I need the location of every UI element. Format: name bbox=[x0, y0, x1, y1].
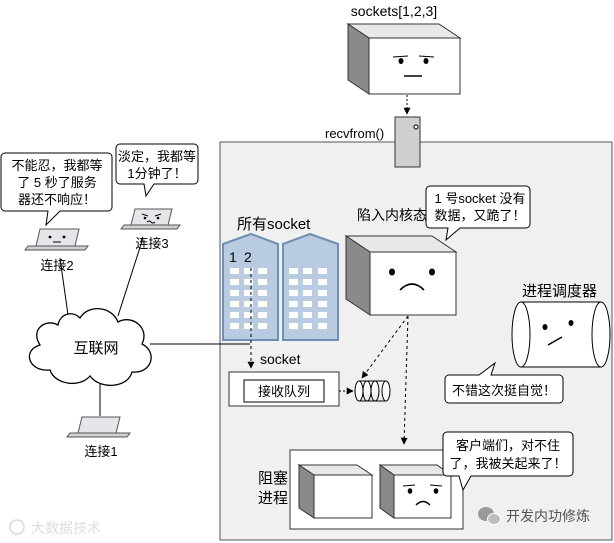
socket-number-1: 1 bbox=[229, 249, 237, 265]
kernel-bubble-line-2: 数据，又跪了！ bbox=[434, 208, 525, 223]
conn2-bubble-line-1: 不能忍，我都等 bbox=[11, 158, 102, 173]
building-window bbox=[318, 301, 327, 307]
right-watermark-text: 开发内功修炼 bbox=[506, 508, 590, 524]
line-conn3 bbox=[117, 237, 144, 317]
building-window bbox=[244, 290, 253, 296]
building-window bbox=[318, 312, 327, 318]
internet-cloud bbox=[28, 308, 152, 386]
internet-label: 互联网 bbox=[73, 340, 118, 357]
building-window bbox=[289, 323, 298, 329]
kernel-label: 陷入内核态 bbox=[357, 207, 427, 223]
building-window bbox=[230, 268, 239, 274]
laptop-conn2-icon bbox=[24, 228, 89, 251]
building-windows bbox=[230, 268, 327, 329]
building-window bbox=[244, 268, 253, 274]
laptop-conn3-icon bbox=[120, 208, 181, 230]
conn3-bubble-line-1: 淡定，我都等 bbox=[118, 149, 196, 164]
building-window bbox=[258, 301, 267, 307]
building-window bbox=[258, 279, 267, 285]
building-window bbox=[289, 279, 298, 285]
building-window bbox=[303, 268, 312, 274]
building-window bbox=[244, 323, 253, 329]
blocked-bubble-line-2: 了，我被关起来了！ bbox=[449, 456, 566, 471]
building-window bbox=[303, 301, 312, 307]
blocked-speech-bubble bbox=[442, 431, 574, 492]
wait-queue-cylinder bbox=[354, 380, 391, 402]
building-window bbox=[258, 268, 267, 274]
blocked-label-2: 进程 bbox=[258, 490, 288, 507]
receive-queue-box bbox=[243, 379, 325, 403]
conn2-bubble-line-3: 器还不响应！ bbox=[18, 192, 96, 207]
building-window bbox=[318, 268, 327, 274]
socket-number-2: 2 bbox=[244, 249, 252, 265]
wechat-icon bbox=[478, 507, 501, 525]
scheduler-cylinder bbox=[511, 301, 611, 368]
conn1-label: 连接1 bbox=[84, 444, 117, 459]
conn2-bubble-line-2: 了 5 秒了服务 bbox=[17, 175, 96, 190]
socket-label: socket bbox=[260, 351, 301, 367]
scheduler-label: 进程调度器 bbox=[522, 283, 597, 300]
recvfrom-label: recvfrom() bbox=[325, 126, 384, 141]
building-window bbox=[244, 279, 253, 285]
building-window bbox=[230, 312, 239, 318]
arrow-to-wait-queue bbox=[361, 315, 409, 379]
blocked-cube-sad bbox=[378, 464, 453, 519]
building-window bbox=[289, 268, 298, 274]
kernel-speech-bubble bbox=[425, 185, 531, 242]
building-window bbox=[258, 290, 267, 296]
conn3-speech-bubble bbox=[115, 143, 199, 198]
scheduler-bubble-text: 不错这次挺自觉！ bbox=[452, 383, 556, 398]
conn3-label: 连接3 bbox=[135, 236, 168, 251]
building-window bbox=[230, 323, 239, 329]
building-window bbox=[258, 323, 267, 329]
building-window bbox=[230, 290, 239, 296]
building-window bbox=[318, 323, 327, 329]
blocked-bubble-line-1: 客户端们，对不住 bbox=[456, 438, 560, 453]
building-window bbox=[289, 301, 298, 307]
scheduler-speech-bubble bbox=[444, 361, 564, 404]
building-window bbox=[303, 279, 312, 285]
building-window bbox=[289, 312, 298, 318]
building-window bbox=[303, 312, 312, 318]
left-watermark-text: 大数据技术 bbox=[31, 520, 101, 536]
conn2-label: 连接2 bbox=[40, 258, 73, 273]
line-conn2 bbox=[59, 257, 70, 323]
conn3-bubble-line-2: 1分钟了！ bbox=[127, 166, 186, 181]
building-window bbox=[258, 312, 267, 318]
blocked-cube-blank bbox=[297, 464, 374, 519]
building-window bbox=[318, 290, 327, 296]
building-window bbox=[230, 301, 239, 307]
building-window bbox=[244, 301, 253, 307]
right-watermark: 开发内功修炼 bbox=[478, 507, 590, 525]
kernel-cube bbox=[344, 235, 458, 316]
building-window bbox=[303, 323, 312, 329]
laptop-conn1-icon bbox=[66, 416, 131, 438]
building-window bbox=[289, 290, 298, 296]
sockets-title: sockets[1,2,3] bbox=[351, 3, 437, 19]
all-sockets-label: 所有socket bbox=[237, 216, 311, 233]
recvfrom-box bbox=[394, 116, 421, 168]
building-window bbox=[244, 312, 253, 318]
sockets-cube bbox=[346, 23, 462, 95]
building-window bbox=[230, 279, 239, 285]
building-window bbox=[303, 290, 312, 296]
kernel-bubble-line-1: 1 号socket 没有 bbox=[434, 191, 525, 206]
building-window bbox=[318, 279, 327, 285]
blocked-label-1: 阻塞 bbox=[258, 469, 288, 487]
conn2-speech-bubble bbox=[0, 152, 113, 227]
receive-queue-label: 接收队列 bbox=[258, 384, 310, 399]
left-watermark: 大数据技术 bbox=[9, 519, 101, 536]
